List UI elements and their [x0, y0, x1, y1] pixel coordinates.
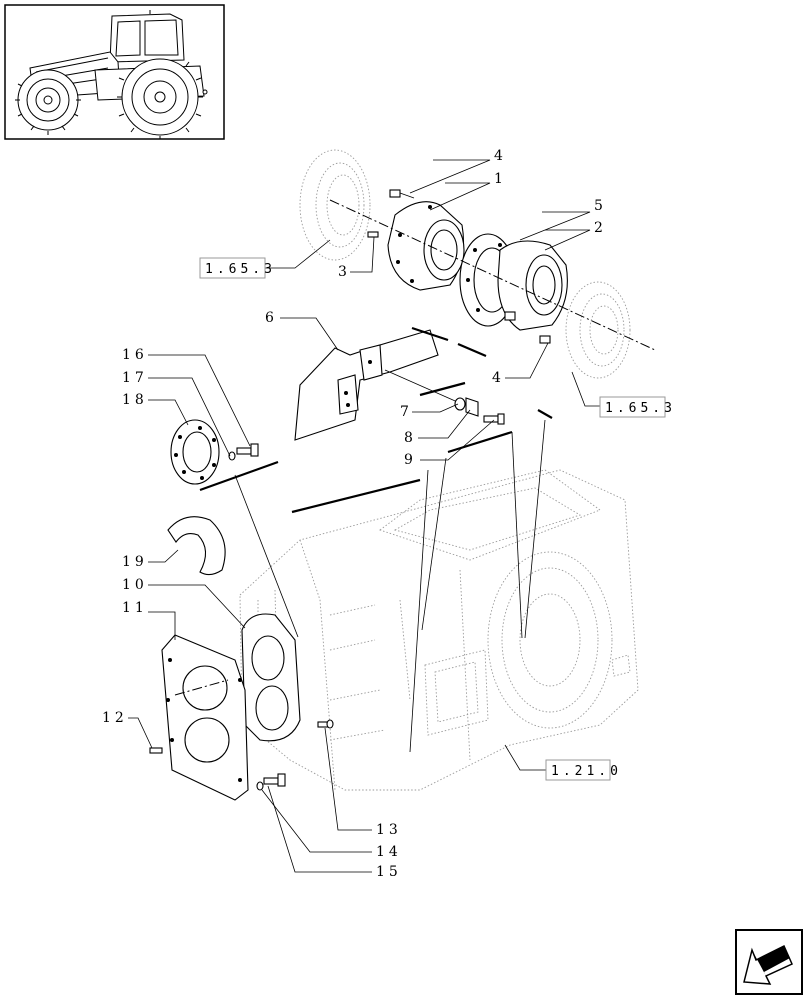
part-7-washer	[454, 397, 466, 411]
tractor-icon	[15, 10, 208, 139]
reference-label: 1.21.0	[551, 764, 622, 779]
callout-4-lower: 4	[492, 370, 505, 386]
callout-2: 2	[594, 220, 607, 236]
callout-14: 14	[376, 844, 402, 860]
callout-1: 1	[494, 171, 507, 187]
leader-lines	[128, 159, 600, 873]
callout-10: 10	[122, 577, 148, 593]
seal-ring-upper	[299, 149, 371, 261]
callout-16: 16	[122, 347, 148, 363]
part-14-washer	[256, 781, 264, 791]
reference-box-1-21-0[interactable]: 1.21.0	[545, 759, 622, 781]
next-page-arrow-icon	[743, 944, 793, 985]
callout-9: 9	[404, 452, 417, 468]
callout-7: 7	[400, 404, 413, 420]
part-4-bolt-upper	[389, 189, 415, 199]
part-11-cover-plate	[161, 634, 249, 801]
part-19-retaining-ring	[167, 516, 226, 576]
callout-4: 4	[494, 148, 507, 164]
reference-box-1-65-3-lower[interactable]: 1.65.3	[599, 396, 676, 418]
part-2-bearing-carrier	[497, 240, 568, 331]
assembly-lines	[199, 326, 553, 753]
callout-18: 18	[122, 392, 148, 408]
fixing-line	[384, 369, 463, 405]
callout-17: 17	[122, 370, 148, 386]
part-15-bolt	[263, 773, 286, 787]
callout-6: 6	[265, 310, 278, 326]
reference-box-1-65-3-upper[interactable]: 1.65.3	[199, 257, 276, 279]
callout-12: 12	[102, 710, 128, 726]
transmission-housing	[239, 469, 639, 791]
part-18-gasket-ring	[170, 419, 220, 485]
part-10-gasket-plate	[241, 613, 301, 742]
callout-labels: 4 1 3 5 2 6 4 7 8 9 16 17 18 19 10 11 12…	[102, 148, 607, 880]
reference-label: 1.65.3	[205, 262, 276, 277]
plate-axis	[174, 679, 229, 696]
part-17-washer	[228, 451, 236, 461]
tractor-thumbnail	[4, 4, 225, 140]
part-9-screw	[483, 413, 505, 425]
part-6-bracket	[294, 329, 439, 441]
callout-11: 11	[122, 600, 148, 616]
part-16-bolt	[236, 443, 259, 457]
reference-label: 1.65.3	[605, 401, 676, 416]
part-1-flange-housing	[387, 201, 465, 291]
callout-5: 5	[594, 198, 607, 214]
callout-3: 3	[338, 264, 351, 280]
callout-8: 8	[404, 430, 417, 446]
part-13-stud	[317, 719, 334, 729]
seal-ring-lower	[565, 281, 631, 379]
part-3-pin	[367, 231, 379, 238]
callout-19: 19	[122, 554, 148, 570]
callout-15: 15	[376, 864, 402, 880]
part-12-stud	[149, 747, 163, 754]
next-page-button[interactable]	[735, 929, 803, 995]
part-4-bolt-lower	[539, 335, 551, 344]
callout-13: 13	[376, 822, 402, 838]
shaft-axis	[329, 199, 656, 351]
